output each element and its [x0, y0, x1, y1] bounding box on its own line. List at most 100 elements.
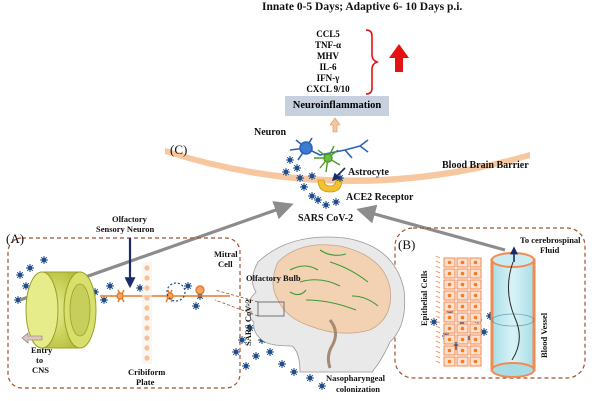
- epithelial-nucleus: [447, 326, 452, 331]
- epithelial-nucleus: [473, 293, 478, 298]
- epithelial-nucleus: [473, 315, 478, 320]
- epithelial-nucleus: [460, 282, 465, 287]
- virus-particle: [322, 201, 330, 209]
- virus-particle: [318, 382, 326, 390]
- virus-particle: [278, 360, 286, 368]
- epithelial-nucleus: [447, 337, 452, 342]
- virus-particle: [293, 164, 301, 172]
- virus-particle: [300, 183, 308, 191]
- epithelial-nucleus: [473, 359, 478, 364]
- ace2-arrow: [331, 167, 346, 182]
- ace2-label: ACE2 Receptor: [346, 192, 414, 203]
- cilium: [435, 285, 441, 289]
- epithelial-nucleus: [447, 260, 452, 265]
- csf-label-1: To cerebrospinal: [520, 235, 581, 245]
- cribiform-label-2: Plate: [136, 377, 155, 387]
- virus-particle: [26, 264, 34, 272]
- virus-particle: [282, 168, 290, 176]
- epithelial-nucleus: [460, 348, 465, 353]
- virus-particle: [314, 196, 322, 204]
- virus-particle: [232, 348, 240, 356]
- cilium: [435, 320, 441, 324]
- timeline-title: Innate 0-5 Days; Adaptive 6- 10 Days p.i…: [262, 1, 463, 13]
- virus-particle: [290, 368, 298, 376]
- zoom-line-1: [214, 289, 259, 303]
- neuroinflammation-box: Neuroinflammation: [285, 96, 389, 116]
- olfactory-sensory-label-2: Sensory Neuron: [96, 224, 155, 234]
- blood-vessel: [490, 252, 536, 378]
- cilium: [435, 290, 441, 294]
- virus-particle: [286, 156, 294, 164]
- cytokine-ccl5: CCL5: [316, 29, 340, 39]
- epithelial-nucleus: [447, 359, 452, 364]
- cilium: [435, 340, 441, 344]
- epithelial-nucleus: [460, 359, 465, 364]
- virus-particle: [332, 198, 340, 206]
- epithelial-nucleus: [447, 315, 452, 320]
- cilium: [435, 310, 441, 314]
- blood-vessel-label: Blood Vessel: [539, 312, 549, 358]
- epithelial-nucleus: [473, 348, 478, 353]
- upregulation-arrow-icon: [389, 44, 409, 72]
- cilium: [435, 260, 441, 264]
- panel-label-c: (C): [170, 142, 188, 157]
- cilium: [435, 360, 441, 364]
- panel-a-border: [7, 237, 241, 389]
- cytokine-cxcl: CXCL 9/10: [306, 84, 350, 94]
- small-up-arrow-icon: [329, 117, 341, 133]
- epithelial-cells: [435, 255, 482, 367]
- mitral-label-2: Cell: [218, 259, 233, 269]
- epithelial-nucleus: [460, 337, 465, 342]
- cilium: [435, 265, 441, 269]
- bbb-label: Blood Brain Barrier: [442, 160, 529, 171]
- virus-particle: [252, 352, 260, 360]
- virus-particle: [22, 282, 30, 290]
- entry-label-3: CNS: [32, 365, 50, 375]
- virus-particle: [308, 192, 316, 200]
- cytokine-ifn: IFN-γ: [316, 73, 340, 83]
- epithelial-nucleus: [473, 260, 478, 265]
- cilium: [435, 335, 441, 339]
- cytokine-bracket: [365, 29, 380, 95]
- cilium: [435, 280, 441, 284]
- cilium: [435, 275, 441, 279]
- cilium: [435, 300, 441, 304]
- epithelial-nucleus: [460, 326, 465, 331]
- epithelial-nucleus: [473, 337, 478, 342]
- sars-rotated-label: SARS CoV-2: [243, 299, 253, 346]
- entry-cylinder: [25, 271, 97, 349]
- virus-particle: [100, 296, 108, 304]
- nasopharyngeal-label-1: Nasopharyngeal: [326, 373, 386, 383]
- epithelial-nucleus: [473, 282, 478, 287]
- virus-particle: [266, 348, 274, 356]
- panel-label-b: (B): [398, 237, 416, 252]
- nasopharyngeal-label-2: colonization: [336, 384, 380, 394]
- virus-particle: [430, 318, 438, 326]
- neuron-cell: [289, 137, 369, 161]
- cilium: [435, 345, 441, 349]
- epithelial-nucleus: [447, 348, 452, 353]
- cilium: [435, 315, 441, 319]
- virus-particle: [296, 174, 304, 182]
- virus-particle: [106, 282, 114, 290]
- virus-particle: [184, 282, 192, 290]
- epithelial-nucleus: [460, 271, 465, 276]
- cytokine-tnf: TNF-α: [314, 40, 342, 50]
- epithelial-nucleus: [447, 293, 452, 298]
- virus-particle: [16, 271, 24, 279]
- epithelial-nucleus: [460, 304, 465, 309]
- panel-label-a: (A): [6, 231, 25, 246]
- epithelial-nucleus: [460, 260, 465, 265]
- cribiform-plate: [142, 262, 152, 364]
- epithelial-label: Epithelial Cells: [419, 270, 429, 327]
- epithelial-nucleus: [473, 304, 478, 309]
- entry-arrow-icon: [21, 332, 43, 344]
- entry-label-2: to: [36, 355, 44, 365]
- neuron-label: Neuron: [254, 127, 287, 138]
- cilium: [435, 295, 441, 299]
- cytokine-mhv: MHV: [317, 51, 339, 61]
- cribiform-label-1: Cribiform: [128, 367, 166, 377]
- epithelial-nucleus: [460, 293, 465, 298]
